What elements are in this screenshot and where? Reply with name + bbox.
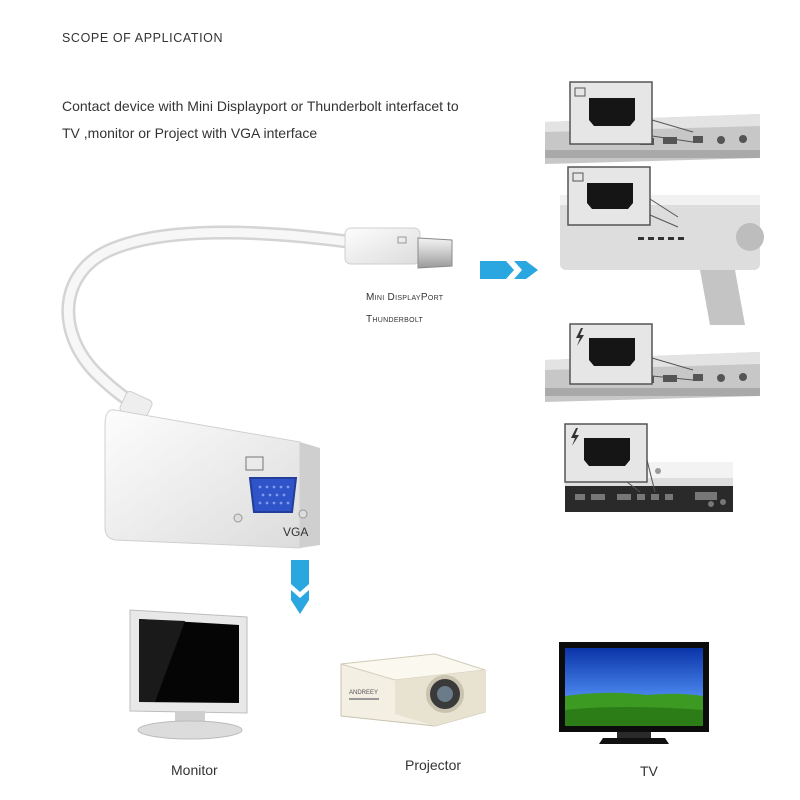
monitor-label: Monitor bbox=[171, 762, 218, 778]
lightning-bolt-icon bbox=[576, 328, 584, 346]
description-line-2: TV ,monitor or Project with VGA interfac… bbox=[62, 125, 318, 141]
mini-displayport-plug bbox=[344, 227, 453, 269]
port-label-thunderbolt: Thunderbolt bbox=[366, 314, 424, 325]
laptop-minidp-device bbox=[545, 81, 760, 164]
description-line-1: Contact device with Mini Displayport or … bbox=[62, 98, 459, 114]
double-chevron-right-arrow-icon bbox=[480, 261, 538, 279]
svg-text:ANDREEY: ANDREEY bbox=[349, 690, 378, 696]
description: Contact device with Mini Displayport or … bbox=[62, 93, 502, 147]
projector-device: ANDREEY bbox=[340, 653, 486, 727]
tv-device bbox=[559, 642, 709, 744]
imac-minidp-device bbox=[560, 166, 764, 325]
vga-label: VGA bbox=[283, 525, 309, 539]
laptop-thunderbolt-device bbox=[545, 323, 760, 402]
vga-adapter-box bbox=[104, 409, 320, 549]
page-heading: SCOPE OF APPLICATION bbox=[62, 31, 224, 45]
port-label-mini-displayport: Mini DisplayPort bbox=[366, 292, 444, 303]
mac-mini-thunderbolt-device bbox=[564, 423, 733, 512]
monitor-device bbox=[129, 609, 248, 740]
projector-label: Projector bbox=[405, 757, 462, 773]
tv-label: TV bbox=[640, 763, 658, 779]
double-chevron-down-arrow-icon bbox=[291, 560, 309, 614]
port-label: Mini DisplayPort Thunderbolt bbox=[366, 287, 443, 331]
